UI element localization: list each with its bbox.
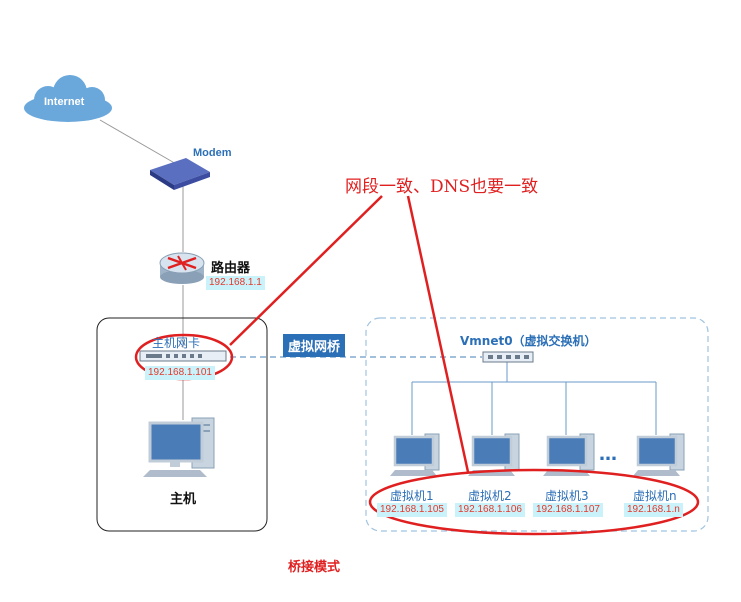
virtual-area-box <box>365 317 709 532</box>
vm-computer-icon <box>633 433 685 476</box>
vm-ip: 192.168.1.107 <box>533 503 603 517</box>
vms-highlight-ellipse <box>368 468 700 536</box>
annotation-arrow-nic <box>229 195 383 346</box>
vm-ip: 192.168.1.105 <box>377 503 447 517</box>
nic-ip: 192.168.1.101 <box>145 366 215 380</box>
bridge-label: 虚拟网桥 <box>283 334 346 357</box>
dots-label: … <box>599 444 617 465</box>
vm-name: 虚拟机3 <box>545 489 589 503</box>
vm-name: 虚拟机n <box>633 489 677 503</box>
nic-icon <box>139 350 227 362</box>
modem-icon <box>150 158 210 190</box>
annotation-text: 网段一致、DNS也要一致 <box>345 177 539 197</box>
host-computer-icon <box>143 417 215 477</box>
vm-ip: 192.168.1.106 <box>455 503 525 517</box>
nic-label: 主机网卡 <box>152 336 201 350</box>
router-ip: 192.168.1.1 <box>206 276 265 290</box>
vm-computer-icon <box>390 433 440 476</box>
link-internet-modem <box>99 119 179 166</box>
modem-label: Modem <box>193 147 232 159</box>
vm-name: 虚拟机1 <box>390 489 434 503</box>
internet-label: Internet <box>44 96 85 108</box>
vm-ip: 192.168.1.n <box>624 503 683 517</box>
host-box <box>96 317 268 532</box>
vm-name: 虚拟机2 <box>468 489 512 503</box>
vswitch-label: Vmnet0（虚拟交换机） <box>460 334 597 348</box>
annotation-arrow-vms <box>406 195 470 473</box>
router-icon <box>159 252 205 284</box>
cloud-icon <box>24 75 112 122</box>
router-label: 路由器 <box>211 261 251 276</box>
mode-label: 桥接模式 <box>288 560 341 575</box>
host-label: 主机 <box>170 492 197 507</box>
vm-computer-icon <box>543 433 595 476</box>
switch-icon <box>482 351 534 363</box>
